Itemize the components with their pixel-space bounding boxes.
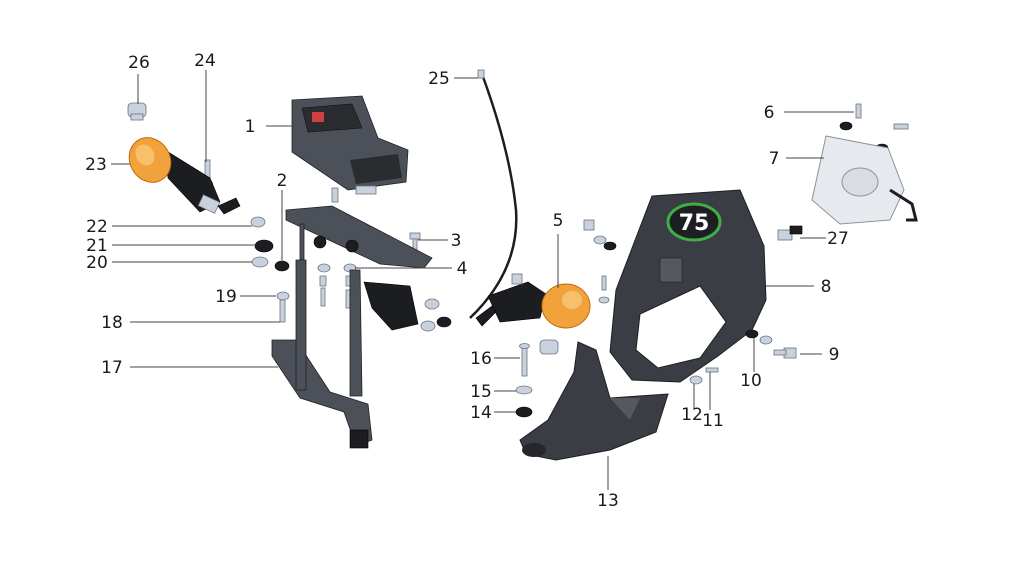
part-11-screw bbox=[705, 367, 719, 373]
callout-7: 7 bbox=[769, 149, 780, 169]
callout-22: 22 bbox=[86, 217, 108, 237]
callout-6: 6 bbox=[764, 103, 775, 123]
part-15-washer bbox=[515, 385, 533, 395]
part-8-front-fairing: 75 bbox=[609, 189, 767, 383]
leader-lines bbox=[111, 70, 854, 490]
callout-5: 5 bbox=[553, 211, 564, 231]
callout-24: 24 bbox=[194, 51, 216, 71]
part-9-bolt bbox=[773, 347, 797, 359]
part-22-nut bbox=[250, 216, 266, 228]
part-16-bolt bbox=[519, 339, 559, 377]
callout-19: 19 bbox=[215, 287, 237, 307]
bracket-side-washers bbox=[420, 298, 452, 332]
part-21-rubber-washer bbox=[254, 239, 274, 253]
callout-8: 8 bbox=[821, 277, 832, 297]
callout-labels: 26 24 23 1 2 3 4 22 21 20 19 18 17 25 5 … bbox=[85, 51, 849, 511]
fairing-number-badge: 75 bbox=[679, 211, 710, 236]
part-7-headlight-unit bbox=[811, 135, 918, 225]
callout-1: 1 bbox=[245, 117, 256, 137]
part-26-bulb bbox=[127, 102, 147, 121]
callout-25: 25 bbox=[428, 69, 450, 89]
callout-21: 21 bbox=[86, 236, 108, 256]
callout-13: 13 bbox=[597, 491, 619, 511]
callout-16: 16 bbox=[470, 349, 492, 369]
callout-4: 4 bbox=[457, 259, 468, 279]
callout-2: 2 bbox=[277, 171, 288, 191]
callout-20: 20 bbox=[86, 253, 108, 273]
part-1-instrument-cluster bbox=[291, 95, 409, 203]
part-10-washers bbox=[745, 329, 773, 345]
callout-23: 23 bbox=[85, 155, 107, 175]
part-18-bolt bbox=[279, 287, 351, 323]
callout-26: 26 bbox=[128, 53, 150, 73]
part-14-rubber-washer bbox=[515, 406, 533, 418]
part-17-fairing-bracket bbox=[271, 259, 419, 449]
part-23-left-turn-signal bbox=[128, 137, 241, 215]
callout-10: 10 bbox=[740, 371, 762, 391]
callout-14: 14 bbox=[470, 403, 492, 423]
callout-12: 12 bbox=[681, 405, 703, 425]
part-13-lower-cowl bbox=[519, 341, 669, 461]
callout-17: 17 bbox=[101, 358, 123, 378]
part-20-washer bbox=[251, 256, 290, 272]
callout-3: 3 bbox=[451, 231, 462, 251]
part-5-right-turn-signal bbox=[475, 273, 591, 329]
part-12-washer bbox=[689, 375, 703, 385]
part-2-bracket-plate bbox=[285, 205, 433, 269]
part-19-washer-bolt bbox=[276, 291, 290, 301]
callout-11: 11 bbox=[702, 411, 724, 431]
callout-15: 15 bbox=[470, 382, 492, 402]
part-5-mount-hardware bbox=[583, 219, 617, 304]
part-27-headlight-bulb bbox=[777, 225, 803, 241]
callout-27: 27 bbox=[827, 229, 849, 249]
part-25-speedometer-cable bbox=[469, 69, 518, 319]
callout-18: 18 bbox=[101, 313, 123, 333]
callout-9: 9 bbox=[829, 345, 840, 365]
